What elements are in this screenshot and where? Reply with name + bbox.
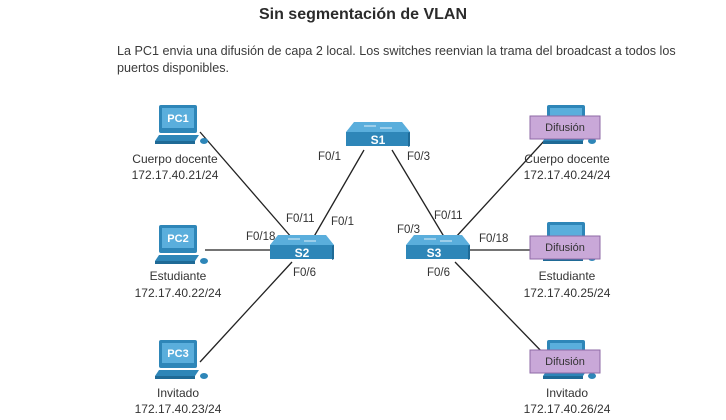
pc-label: PC3: [167, 348, 188, 360]
port-label: F0/1: [331, 216, 354, 228]
pc-label: PC2: [167, 233, 188, 245]
port-label: F0/11: [286, 213, 315, 225]
link-s1-s3: [391, 149, 447, 241]
link-s1-s2: [311, 149, 365, 241]
switch-s2[interactable]: S2: [269, 234, 335, 261]
pc-pc2[interactable]: PC2: [155, 225, 208, 264]
pc-label: PC1: [167, 113, 188, 125]
pc3-ip: 172.17.40.23/24: [135, 402, 222, 416]
pc6-ip: 172.17.40.26/24: [524, 402, 611, 416]
port-labels: F0/1 F0/3 F0/11 F0/1 F0/18 F0/6 F0/11 F0…: [246, 151, 508, 279]
switch-label: S1: [371, 133, 386, 147]
broadcast-badge: Difusión: [529, 115, 601, 140]
port-label: F0/1: [318, 151, 341, 163]
port-label: F0/3: [407, 151, 430, 163]
port-label: F0/18: [246, 231, 275, 243]
pc6-role: Invitado: [546, 386, 588, 400]
pc3-role: Invitado: [157, 386, 199, 400]
pc5-role: Estudiante: [539, 269, 596, 283]
broadcast-badge: Difusión: [529, 235, 601, 260]
pc2-role: Estudiante: [150, 269, 207, 283]
broadcast-label: Difusión: [545, 242, 585, 254]
switch-s3[interactable]: S3: [405, 234, 471, 261]
switch-label: S3: [427, 246, 442, 260]
pc5-ip: 172.17.40.25/24: [524, 286, 611, 300]
pc-pc1[interactable]: PC1: [155, 105, 208, 144]
port-label: F0/18: [479, 233, 508, 245]
pc4-ip: 172.17.40.24/24: [524, 168, 611, 182]
pc1-ip: 172.17.40.21/24: [132, 168, 219, 182]
broadcast-label: Difusión: [545, 356, 585, 368]
link-s3-pc4: [454, 139, 546, 239]
broadcast-badge: Difusión: [529, 349, 601, 374]
port-label: F0/3: [397, 224, 420, 236]
pc2-ip: 172.17.40.22/24: [135, 286, 222, 300]
switch-label: S2: [295, 246, 310, 260]
diagram-description: La PC1 envia una difusión de capa 2 loca…: [117, 44, 676, 75]
pc4-role: Cuerpo docente: [524, 152, 610, 166]
pc1-role: Cuerpo docente: [132, 152, 218, 166]
port-label: F0/11: [434, 210, 463, 222]
port-label: F0/6: [427, 267, 450, 279]
pc-pc3[interactable]: PC3: [155, 340, 208, 379]
link-s3-pc6: [454, 261, 546, 356]
broadcast-label: Difusión: [545, 122, 585, 134]
link-pc3-s2: [199, 261, 293, 363]
switch-s1[interactable]: S1: [345, 121, 411, 148]
links: [199, 131, 546, 363]
link-pc1-s2: [199, 131, 293, 239]
diagram-title: Sin segmentación de VLAN: [258, 6, 468, 23]
port-label: F0/6: [293, 267, 316, 279]
